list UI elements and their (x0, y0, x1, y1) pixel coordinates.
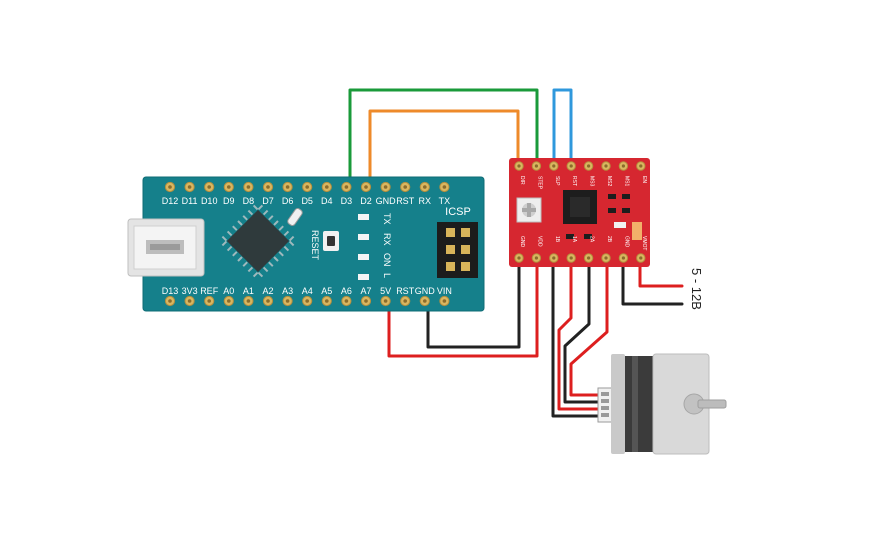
nano-top-pin-label: D11 (182, 196, 198, 206)
status-leds: TX RX ON L (358, 213, 392, 280)
driver-potentiometer[interactable] (516, 197, 542, 223)
nano-top-pin-label: D10 (201, 196, 218, 206)
supply-voltage-label: 5 - 12B (689, 268, 704, 310)
driver-bottom-pin-label: VMOT (641, 236, 647, 250)
nano-bottom-pin-label: 3V3 (182, 286, 198, 296)
crystal-oscillator (287, 208, 303, 226)
driver-bottom-pin-label: VDD (536, 236, 542, 247)
led-label-tx: TX (382, 213, 392, 225)
driver-bottom-pin-label: 1A (571, 236, 577, 243)
nano-top-pin-label: D8 (243, 196, 255, 206)
nano-bottom-pin-label: REF (200, 286, 219, 296)
wire-gnd-supply-black (621, 256, 684, 306)
microcontroller-chip (221, 204, 295, 278)
nano-bottom-pin-label: A6 (341, 286, 352, 296)
led-rx (358, 234, 369, 240)
wire-2b-motor-red (569, 256, 609, 397)
wire-d2-dir-orange (368, 109, 520, 189)
motor-front-cap (653, 354, 709, 454)
nano-top-pin-label: D3 (341, 196, 353, 206)
nano-bottom-pin-label: A1 (243, 286, 254, 296)
wire-1a-motor-red (557, 256, 606, 411)
nano-top-pin-label: D12 (162, 196, 179, 206)
nano-top-pin-label: D9 (223, 196, 235, 206)
nano-top-pin-label: D6 (282, 196, 294, 206)
wire-d3-step-green (348, 88, 539, 189)
driver-bottom-pin-label: 1B (554, 236, 560, 243)
nano-bottom-pin-label: A3 (282, 286, 293, 296)
nano-top-pin-label: RX (419, 196, 432, 206)
driver-bottom-pin-label: GND (623, 236, 629, 248)
nano-bottom-pin-label: A5 (321, 286, 332, 296)
nano-bottom-pin-label: 5V (380, 286, 391, 296)
usb-connector (127, 218, 205, 277)
wire-slp-rst-blue (552, 88, 573, 168)
icsp-label: ICSP (445, 206, 471, 218)
nano-bottom-pin-label: A7 (360, 286, 371, 296)
driver-chip (563, 190, 597, 224)
led-l (358, 274, 369, 280)
wire-2a-motor-black (563, 256, 606, 404)
stepper-motor (597, 353, 727, 455)
driver-bottom-pin-label: GND (519, 236, 525, 248)
driver-top-pin-label: MS3 (589, 176, 595, 187)
motor-rear-cap (611, 354, 625, 454)
driver-top-pin-row: DIR STEP SLP RST MS3 MS2 MS1 EN (514, 161, 647, 190)
nano-bottom-pin-label: GND (415, 286, 436, 296)
nano-bottom-pin-label: RST (396, 286, 415, 296)
icsp-header (437, 222, 478, 278)
nano-bottom-pin-label: VIN (437, 286, 452, 296)
driver-top-pin-label: MS1 (623, 176, 629, 187)
led-label-l: L (382, 273, 392, 278)
driver-top-pin-label: RST (571, 176, 577, 186)
nano-top-pin-label: TX (439, 196, 451, 206)
nano-top-pin-label: D4 (321, 196, 333, 206)
driver-components (566, 194, 642, 240)
motor-shaft (697, 399, 727, 409)
nano-bottom-pin-label: D13 (162, 286, 179, 296)
reset-label: RESET (310, 230, 320, 261)
led-on (358, 254, 369, 260)
led-label-rx: RX (382, 233, 392, 246)
nano-bottom-pin-label: A4 (302, 286, 313, 296)
led-tx (358, 214, 369, 220)
nano-top-pin-label: D5 (301, 196, 313, 206)
driver-top-pin-label: DIR (519, 176, 525, 185)
led-label-on: ON (382, 253, 392, 267)
driver-top-pin-label: STEP (536, 176, 542, 190)
motor-body-dark (625, 356, 653, 452)
driver-bottom-pin-row: GND VDD 1B 1A 2A 2B GND VMOT (514, 236, 647, 263)
nano-bottom-pin-label: A2 (262, 286, 273, 296)
nano-top-pin-label: D2 (360, 196, 372, 206)
nano-top-pin-label: D7 (262, 196, 274, 206)
reset-button[interactable] (323, 231, 339, 251)
driver-top-pin-label: SLP (554, 176, 560, 186)
wire-1b-motor-black (551, 256, 606, 418)
driver-top-pin-label: EN (641, 176, 647, 183)
driver-top-pin-label: MS2 (606, 176, 612, 187)
nano-top-pin-label: GND (376, 196, 397, 206)
wire-vmot-supply-red (638, 256, 684, 288)
nano-bottom-pin-label: A0 (223, 286, 234, 296)
driver-bottom-pin-label: 2B (606, 236, 612, 243)
driver-bottom-pin-label: 2A (589, 236, 595, 243)
wire-5v-vdd-red (387, 256, 539, 358)
wires (348, 88, 684, 418)
wire-gnd-gnd-black (426, 256, 521, 349)
nano-top-pin-label: RST (396, 196, 415, 206)
